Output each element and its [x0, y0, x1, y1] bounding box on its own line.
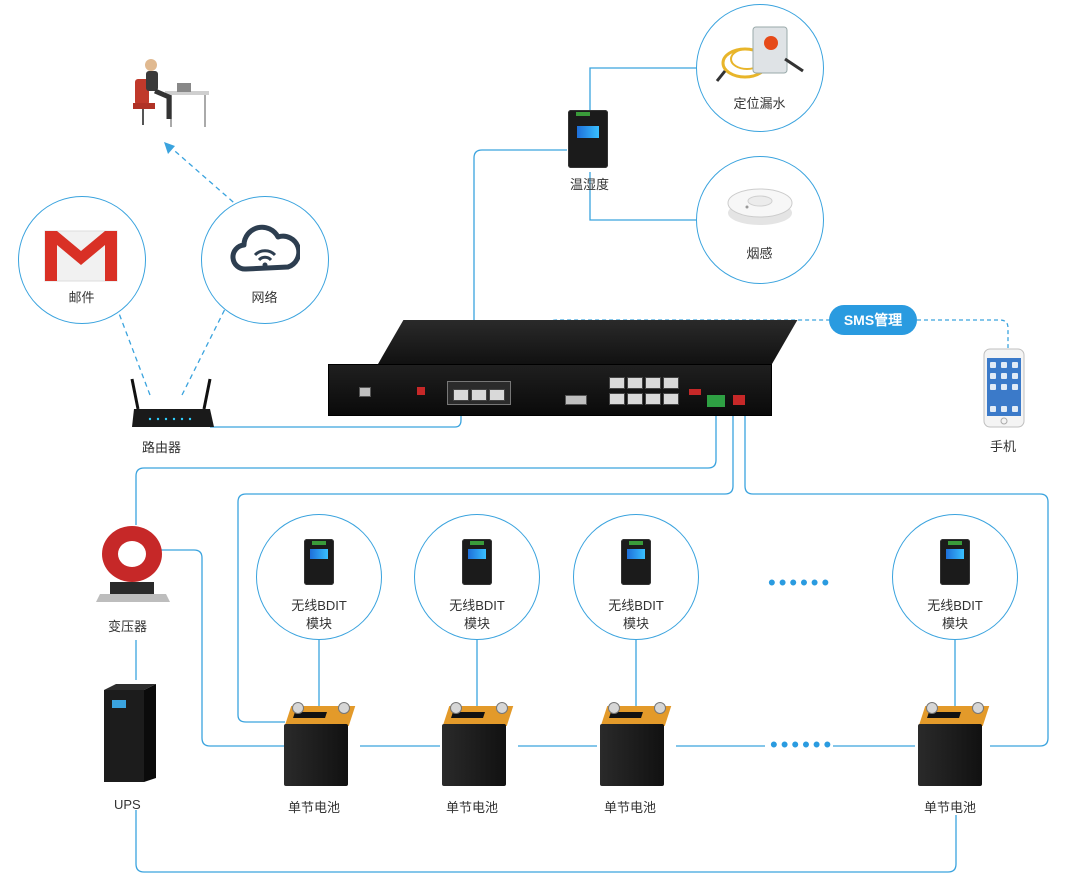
smoke-label: 烟感 [746, 246, 773, 261]
bdit-sublabel-2: 模块 [463, 616, 490, 631]
battery-icon [918, 702, 990, 786]
router-to-network-line [181, 294, 233, 396]
transformer-to-battery-line [160, 549, 285, 747]
battery-label-3: 单节电池 [604, 800, 657, 815]
water-leak-label: 定位漏水 [733, 96, 786, 111]
bdit-label-2: 无线BDIT [449, 598, 505, 613]
power-switch [359, 387, 371, 397]
network-to-person-line [167, 144, 241, 209]
bdit-module-3: 无线BDIT 模块 [573, 514, 699, 640]
bdit-module-1: 无线BDIT 模块 [256, 514, 382, 640]
gmail-icon [44, 230, 118, 282]
bdit-module-2: 无线BDIT 模块 [414, 514, 540, 640]
monitoring-host-device [328, 320, 798, 416]
water-leak-node: 定位漏水 [696, 4, 824, 132]
router-icon [130, 378, 214, 427]
power-socket [417, 387, 425, 395]
device-to-transformer-line [135, 410, 717, 525]
battery-icon [284, 702, 356, 786]
router-to-device-line [210, 397, 462, 428]
ups: UPS [100, 682, 170, 812]
temp-to-smoke-line [589, 172, 700, 221]
battery-ellipsis: •••••• [770, 732, 835, 757]
ups-icon [104, 684, 156, 782]
battery-4: 单节电池 [918, 702, 998, 821]
serial-port [565, 395, 587, 405]
temp-humidity-sensor: 温湿度 [560, 110, 620, 196]
person-at-desk-icon [133, 59, 209, 127]
router-label: 路由器 [142, 440, 182, 455]
bdit-sublabel-4: 模块 [941, 616, 968, 631]
device-to-last-battery-line [744, 405, 1049, 747]
smoke-detector-icon [727, 188, 793, 225]
current-transformer-icon [96, 526, 170, 602]
phone-label: 手机 [990, 439, 1017, 454]
sms-to-phone-line [917, 319, 1009, 348]
arrow-head-person [164, 142, 175, 154]
network-node: 网络 [201, 196, 329, 324]
network-label: 网络 [251, 290, 278, 305]
person-at-desk [125, 55, 210, 130]
device-to-battery-loop-line [237, 405, 734, 723]
temp-to-leak-line [589, 67, 700, 115]
temp-humidity-label: 温湿度 [570, 177, 610, 192]
bdit-sublabel-1: 模块 [305, 616, 332, 631]
mail-node: 邮件 [18, 196, 146, 324]
bdit-label-1: 无线BDIT [291, 598, 347, 613]
router: 路由器 [128, 375, 218, 460]
battery-icon [442, 702, 514, 786]
transformer: 变压器 [96, 522, 176, 637]
transformer-label: 变压器 [108, 619, 148, 634]
battery-label-1: 单节电池 [288, 800, 341, 815]
sms-management-badge: SMS管理 [829, 305, 917, 335]
bdit-label-4: 无线BDIT [927, 598, 983, 613]
terminal-block [707, 395, 725, 407]
battery-3: 单节电池 [600, 702, 680, 821]
battery-2: 单节电池 [442, 702, 522, 821]
phone: 手机 [982, 348, 1032, 458]
bdit-label-3: 无线BDIT [608, 598, 664, 613]
ups-label: UPS [114, 797, 141, 812]
module-ellipsis: •••••• [768, 570, 833, 595]
relay-port [733, 395, 745, 405]
cloud-wifi-icon [230, 224, 300, 272]
battery-label-2: 单节电池 [446, 800, 499, 815]
device-to-temp-line [473, 149, 567, 392]
mail-label: 邮件 [68, 290, 95, 305]
smartphone-icon [983, 348, 1025, 428]
battery-icon [600, 702, 672, 786]
battery-label-4: 单节电池 [924, 800, 977, 815]
leak-sensor-icon [715, 26, 804, 82]
ups-to-battery-bottom-line [135, 810, 957, 873]
bdit-module-4: 无线BDIT 模块 [892, 514, 1018, 640]
smoke-node: 烟感 [696, 156, 824, 284]
temp-humidity-module-icon [568, 110, 608, 168]
battery-1: 单节电池 [284, 702, 364, 821]
bdit-sublabel-3: 模块 [622, 616, 649, 631]
